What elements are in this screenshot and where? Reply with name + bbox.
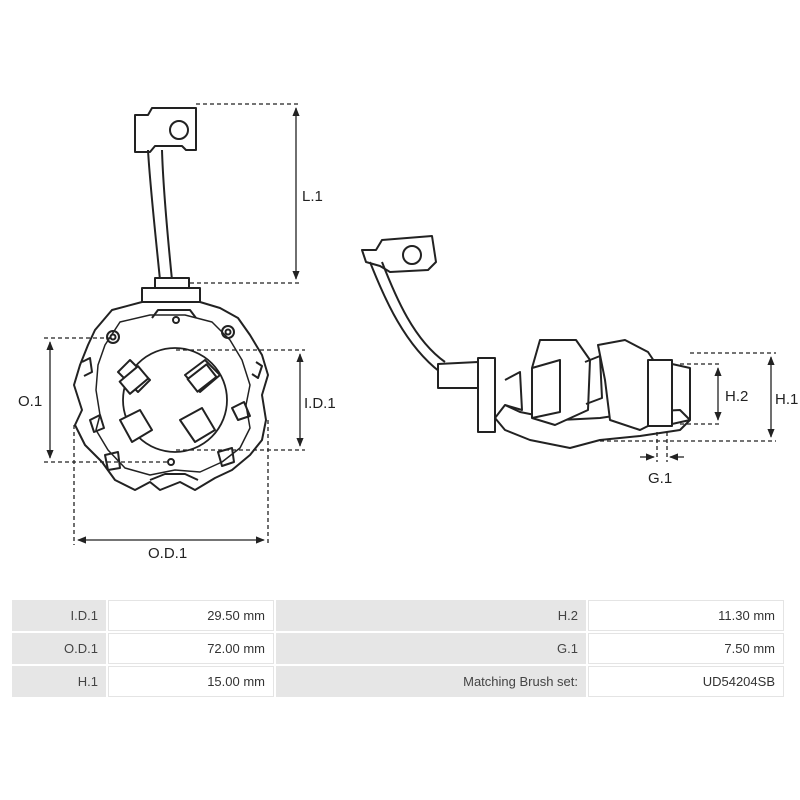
dim-label-h2: H.2	[725, 388, 748, 405]
terminal-hole	[169, 120, 189, 140]
spec-value: 11.30 mm	[588, 600, 784, 631]
table-row: I.D.1 29.50 mm H.2 11.30 mm	[12, 600, 784, 631]
front-view	[73, 107, 269, 491]
spec-label: G.1	[276, 633, 586, 664]
dim-label-g1: G.1	[648, 470, 672, 487]
spec-value: 7.50 mm	[588, 633, 784, 664]
spec-value: 15.00 mm	[108, 666, 274, 697]
spec-value: 29.50 mm	[108, 600, 274, 631]
front-dimensions	[44, 103, 305, 545]
dim-label-o1: O.1	[18, 393, 42, 410]
spec-value: UD54204SB	[588, 666, 784, 697]
spec-label: Matching Brush set:	[276, 666, 586, 697]
central-bore	[122, 347, 228, 453]
dim-label-l1: L.1	[302, 188, 323, 205]
dim-label-h1: H.1	[775, 391, 798, 408]
spec-label: I.D.1	[12, 600, 106, 631]
technical-drawing: L.1 O.1 I.D.1 O.D.1	[18, 103, 798, 562]
side-view	[361, 235, 691, 449]
table-row: O.D.1 72.00 mm G.1 7.50 mm	[12, 633, 784, 664]
dim-label-id1: I.D.1	[304, 395, 336, 412]
side-dimensions	[600, 352, 776, 462]
terminal-lug	[134, 107, 197, 153]
table-row: H.1 15.00 mm Matching Brush set: UD54204…	[12, 666, 784, 697]
spec-value: 72.00 mm	[108, 633, 274, 664]
spec-label: H.2	[276, 600, 586, 631]
specification-table: I.D.1 29.50 mm H.2 11.30 mm O.D.1 72.00 …	[10, 598, 786, 699]
spec-label: H.1	[12, 666, 106, 697]
dim-label-od1: O.D.1	[148, 545, 187, 562]
spec-label: O.D.1	[12, 633, 106, 664]
holder-plate	[73, 301, 269, 491]
lead-wire	[147, 149, 161, 281]
